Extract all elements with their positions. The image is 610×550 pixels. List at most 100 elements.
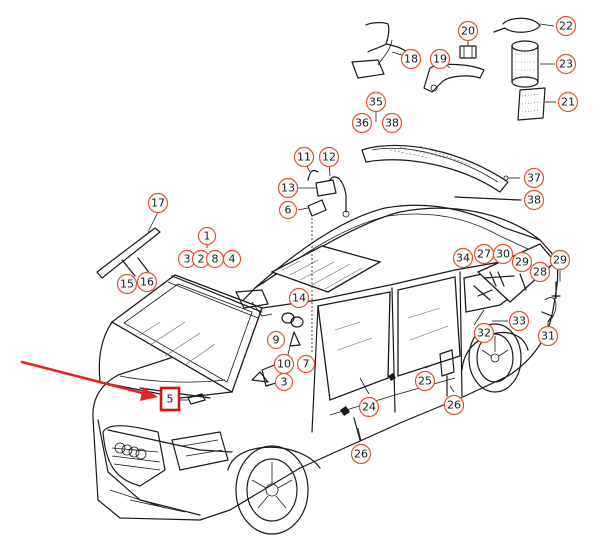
callout-number: 29 bbox=[515, 256, 529, 269]
headlight bbox=[171, 431, 229, 471]
callout-number: 8 bbox=[212, 253, 219, 266]
callout-number: 34 bbox=[456, 252, 470, 265]
callout-36[interactable]: 36 bbox=[351, 112, 373, 134]
callout-number: 15 bbox=[120, 278, 134, 291]
callout-number: 11 bbox=[297, 151, 311, 164]
sunroof-glass bbox=[270, 245, 382, 293]
pad-part-21 bbox=[517, 87, 546, 121]
callout-number: 10 bbox=[277, 358, 291, 371]
cable-tie-part bbox=[493, 17, 541, 33]
callout-25[interactable]: 25 bbox=[414, 370, 436, 392]
callout-number: 21 bbox=[561, 96, 575, 109]
audi-logo-rings bbox=[114, 442, 147, 460]
callout-10[interactable]: 10 bbox=[273, 353, 295, 375]
callout-24[interactable]: 24 bbox=[358, 396, 380, 418]
callout-35[interactable]: 35 bbox=[365, 91, 387, 113]
callout-number: 20 bbox=[461, 25, 475, 38]
car-body-drawing bbox=[92, 204, 559, 535]
callout-number: 17 bbox=[151, 197, 165, 210]
callout-7[interactable]: 7 bbox=[296, 354, 316, 374]
callout-34[interactable]: 34 bbox=[452, 247, 474, 269]
callout-number: 14 bbox=[292, 292, 306, 305]
bracket-part-19 bbox=[423, 63, 485, 93]
callout-number: 25 bbox=[418, 375, 432, 388]
callout-32[interactable]: 32 bbox=[473, 322, 495, 344]
callout-38-top[interactable]: 38 bbox=[381, 112, 403, 134]
callout-number: 7 bbox=[303, 358, 310, 371]
callout-20[interactable]: 20 bbox=[457, 20, 479, 42]
windshield-seal bbox=[171, 275, 263, 313]
callout-11[interactable]: 11 bbox=[293, 146, 315, 168]
callout-number: 2 bbox=[198, 253, 205, 266]
callout-number: 38 bbox=[527, 194, 541, 207]
callout-15[interactable]: 15 bbox=[116, 273, 138, 295]
sensor-bracket bbox=[235, 289, 269, 309]
callout-number: 5 bbox=[167, 393, 174, 406]
callout-9[interactable]: 9 bbox=[266, 330, 286, 350]
callout-number: 28 bbox=[533, 266, 547, 279]
callout-31[interactable]: 31 bbox=[537, 325, 559, 347]
callout-29-left[interactable]: 29 bbox=[511, 251, 533, 273]
rear-wheel bbox=[468, 323, 522, 393]
callout-19[interactable]: 19 bbox=[429, 48, 451, 70]
callout-number: 35 bbox=[369, 96, 383, 109]
trim-strip-part bbox=[96, 227, 161, 279]
callout-28[interactable]: 28 bbox=[529, 261, 551, 283]
callout-number: 12 bbox=[322, 151, 336, 164]
callout-number: 36 bbox=[355, 117, 369, 130]
callout-4[interactable]: 4 bbox=[222, 249, 242, 269]
windshield-glass bbox=[110, 274, 263, 393]
callout-8[interactable]: 8 bbox=[205, 249, 225, 269]
callout-number: 3 bbox=[184, 253, 191, 266]
rear-window-assembly-part bbox=[361, 144, 509, 193]
callout-number: 26 bbox=[354, 448, 368, 461]
callout-number: 19 bbox=[433, 53, 447, 66]
callout-26-right[interactable]: 26 bbox=[443, 394, 465, 416]
callout-number: 3 bbox=[281, 376, 288, 389]
grille bbox=[102, 425, 166, 487]
clip-part-5 bbox=[187, 393, 206, 405]
callout-13[interactable]: 13 bbox=[277, 177, 299, 199]
callout-number: 13 bbox=[281, 182, 295, 195]
callout-38-side[interactable]: 38 bbox=[523, 189, 545, 211]
callout-number: 37 bbox=[527, 172, 541, 185]
adhesive-roll-part bbox=[511, 40, 539, 88]
callout-number: 29 bbox=[553, 254, 567, 267]
callout-number: 30 bbox=[496, 248, 510, 261]
callout-number: 1 bbox=[204, 230, 211, 243]
callout-number: 27 bbox=[477, 248, 491, 261]
callout-16[interactable]: 16 bbox=[136, 271, 158, 293]
callout-26-bottom[interactable]: 26 bbox=[350, 443, 372, 465]
callout-27[interactable]: 27 bbox=[473, 243, 495, 265]
callout-number: 9 bbox=[273, 334, 280, 347]
callout-29-right[interactable]: 29 bbox=[549, 249, 571, 271]
callout-17[interactable]: 17 bbox=[147, 192, 169, 214]
red-pointer-arrow bbox=[20, 360, 158, 401]
callout-number: 16 bbox=[140, 276, 154, 289]
rear-door-window bbox=[397, 276, 461, 377]
callout-23[interactable]: 23 bbox=[555, 53, 577, 75]
callout-number: 33 bbox=[512, 315, 526, 328]
callout-37[interactable]: 37 bbox=[523, 167, 545, 189]
callout-12[interactable]: 12 bbox=[318, 146, 340, 168]
callout-30[interactable]: 30 bbox=[492, 243, 514, 265]
callout-21[interactable]: 21 bbox=[557, 91, 579, 113]
callout-number: 18 bbox=[404, 53, 418, 66]
callout-3-bottom[interactable]: 3 bbox=[274, 372, 294, 392]
wiring-harness-part bbox=[351, 22, 411, 79]
callout-33[interactable]: 33 bbox=[508, 310, 530, 332]
front-wheel bbox=[235, 445, 309, 535]
sensor-unit bbox=[315, 179, 337, 197]
callout-18[interactable]: 18 bbox=[400, 48, 422, 70]
callout-6[interactable]: 6 bbox=[278, 200, 298, 220]
callout-number: 38 bbox=[385, 117, 399, 130]
callout-14[interactable]: 14 bbox=[288, 287, 310, 309]
callout-5-highlighted[interactable]: 5 bbox=[159, 386, 181, 412]
callout-number: 31 bbox=[541, 330, 555, 343]
callout-1[interactable]: 1 bbox=[197, 226, 217, 246]
callout-number: 6 bbox=[285, 204, 292, 217]
callout-number: 22 bbox=[559, 20, 573, 33]
callout-number: 24 bbox=[362, 401, 376, 414]
callout-22[interactable]: 22 bbox=[555, 15, 577, 37]
